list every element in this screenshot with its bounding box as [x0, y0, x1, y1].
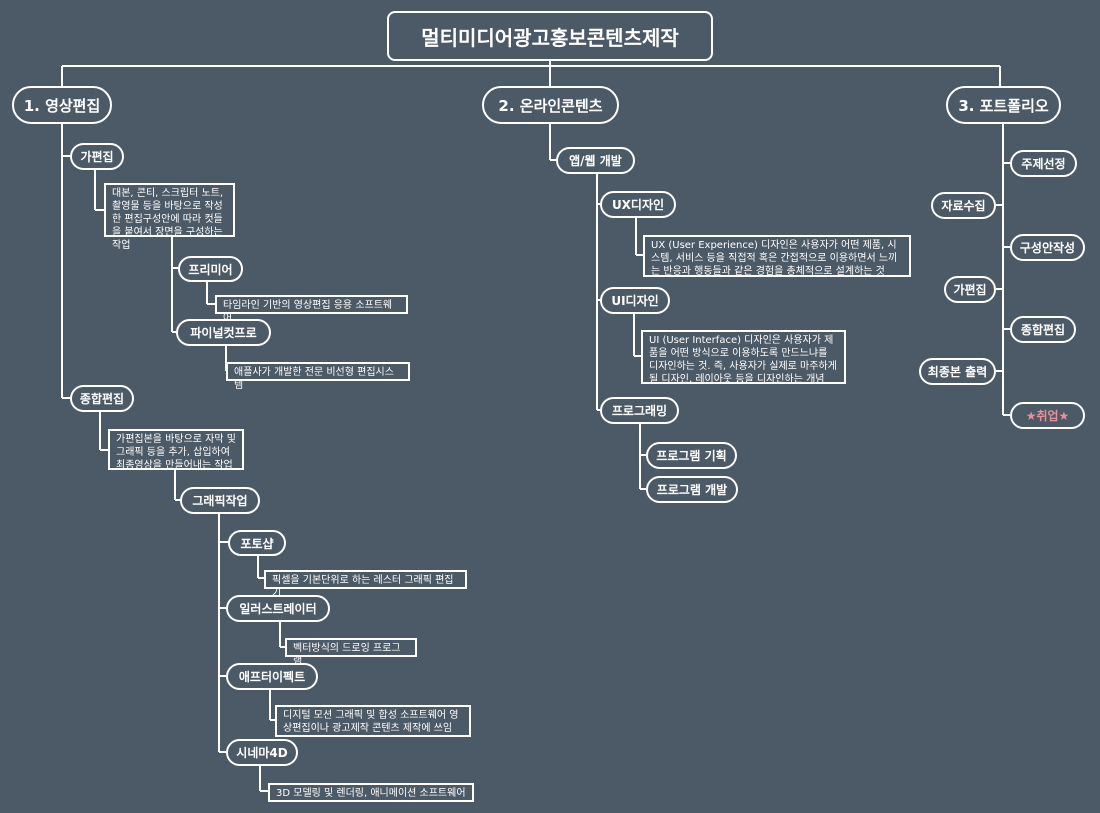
desc-illustrator: 벡터방식의 드로잉 프로그램 [285, 638, 417, 667]
node-cinema-4d: 시네마4D [226, 739, 298, 766]
desc-ux-design: UX (User Experience) 디자인은 사용자가 어떤 제품, 시스… [643, 235, 911, 277]
desc-photoshop: 픽셀을 기본단위로 하는 레스터 그래픽 편집기 [264, 570, 467, 599]
node-illustrator: 일러스트레이터 [226, 595, 330, 622]
node-ux-design: UX디자인 [600, 191, 676, 218]
branch-portfolio: 3. 포트폴리오 [946, 86, 1061, 124]
node-program-dev: 프로그램 개발 [646, 476, 738, 503]
desc-premiere: 타임라인 기반의 영상편집 응용 소프트웨어 [215, 295, 408, 324]
node-topic-selection: 주제선정 [1010, 150, 1077, 177]
root-title: 멀티미디어광고홍보콘텐츠제작 [387, 11, 713, 61]
desc-cinema-4d: 3D 모델링 및 렌더링, 애니메이션 소프트웨어 [268, 783, 474, 802]
node-ui-design: UI디자인 [600, 287, 670, 314]
branch-online-content: 2. 온라인콘텐츠 [482, 86, 619, 124]
desc-rough-edit: 대본, 콘티, 스크립터 노트, 촬영물 등을 바탕으로 작성한 편집구성안에 … [104, 183, 235, 251]
branch-video-editing: 1. 영상편집 [12, 86, 112, 124]
node-after-effects: 애프터이펙트 [226, 663, 318, 690]
node-employment: ★취업★ [1010, 402, 1085, 429]
node-premiere: 프리미어 [178, 256, 243, 282]
node-final-output: 최종본 출력 [919, 358, 996, 385]
desc-after-effects: 디지털 모션 그래픽 및 합성 소프트웨어 영상편집이나 광고제작 콘텐츠 제작… [275, 705, 471, 737]
node-final-edit: 종합편집 [70, 385, 134, 412]
node-rough-edit-portfolio: 가편집 [944, 276, 996, 303]
desc-final-edit: 가편집본을 바탕으로 자막 및 그래픽 등을 추가, 삽입하여 최종영상을 만들… [108, 429, 244, 471]
desc-ui-design: UI (User Interface) 디자인은 사용자가 제품을 어떤 방식으… [641, 330, 846, 385]
node-final-cut-pro: 파이널컷프로 [176, 319, 271, 346]
node-app-web-dev: 앱/웹 개발 [556, 147, 635, 174]
node-final-edit-portfolio: 종합편집 [1010, 316, 1076, 343]
desc-final-cut-pro: 애플사가 개발한 전문 비선형 편집시스템 [226, 362, 410, 391]
node-program-plan: 프로그램 기획 [646, 442, 737, 469]
node-graphic-work: 그래픽작업 [180, 487, 260, 514]
node-programming: 프로그래밍 [600, 397, 679, 424]
node-research: 자료수집 [931, 192, 996, 219]
node-photoshop: 포토샵 [228, 530, 286, 556]
node-rough-edit: 가편집 [70, 143, 124, 170]
node-draft-writing: 구성안작성 [1010, 234, 1085, 261]
